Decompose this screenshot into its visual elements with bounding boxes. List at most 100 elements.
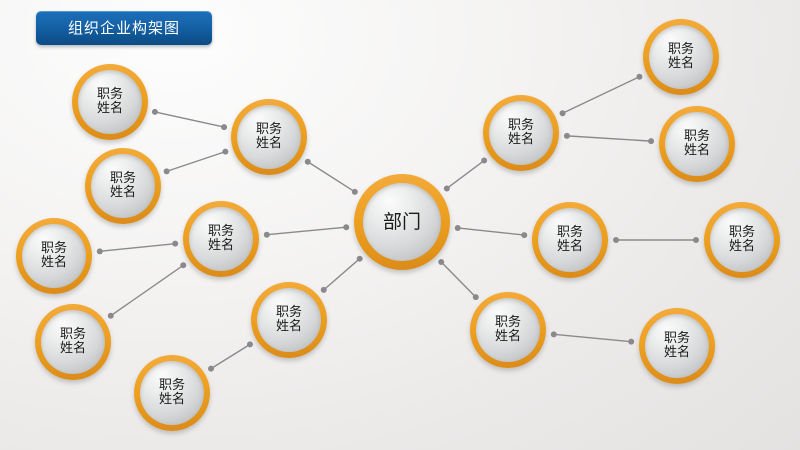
node-name-label: 姓名 [158, 392, 185, 407]
connector-line [307, 161, 356, 193]
connector-line [266, 226, 347, 236]
connector-endpoint-dot [172, 240, 179, 247]
connector-endpoint-dot [648, 138, 655, 145]
org-node-n11[interactable]: 职务姓名 [659, 106, 735, 182]
connector-endpoint-dot [263, 231, 270, 238]
node-label: 部门 [382, 210, 421, 233]
node-inner-disc: 职务姓名 [78, 70, 142, 134]
node-inner-disc: 职务姓名 [41, 310, 105, 374]
connector-endpoint-dot [221, 124, 228, 131]
org-node-n13[interactable]: 职务姓名 [704, 202, 780, 278]
org-node-n12[interactable]: 职务姓名 [532, 202, 608, 278]
node-inner-disc: 职务姓名 [189, 207, 253, 271]
node-inner-disc: 职务姓名 [22, 224, 86, 288]
node-title-label: 职务 [275, 304, 302, 320]
connector-line [110, 264, 184, 317]
connector-endpoint-dot [304, 158, 311, 165]
connector-line [210, 343, 251, 370]
node-inner-disc: 职务姓名 [649, 25, 713, 89]
connector-endpoint-dot [246, 341, 253, 348]
node-name-label: 姓名 [59, 341, 86, 356]
org-node-n15[interactable]: 职务姓名 [639, 308, 715, 384]
connector-line [154, 111, 225, 128]
node-inner-disc: 部门 [363, 183, 441, 261]
node-title-label: 职务 [59, 326, 86, 342]
node-inner-disc: 职务姓名 [665, 112, 729, 176]
node-name-label: 姓名 [494, 329, 521, 344]
connector-endpoint-dot [222, 148, 229, 155]
node-title-label: 职务 [556, 224, 583, 240]
connector-endpoint-dot [151, 108, 158, 115]
node-name-label: 姓名 [40, 255, 67, 270]
node-name-label: 姓名 [109, 185, 136, 200]
org-node-n10[interactable]: 职务姓名 [643, 19, 719, 95]
connector-endpoint-dot [613, 237, 619, 243]
connector-endpoint-dot [481, 157, 488, 164]
connector-endpoint-dot [356, 255, 363, 262]
node-name-label: 姓名 [255, 136, 282, 151]
connector-endpoint-dot [550, 331, 557, 338]
node-title-label: 职务 [683, 128, 710, 144]
node-inner-disc: 职务姓名 [91, 154, 155, 218]
org-node-n4[interactable]: 职务姓名 [16, 218, 92, 294]
connector-line [456, 227, 525, 236]
center-node-department[interactable]: 部门 [354, 174, 450, 270]
connector-endpoint-dot [521, 232, 528, 239]
node-title-label: 职务 [255, 121, 282, 137]
connector-endpoint-dot [320, 286, 327, 293]
node-inner-disc: 职务姓名 [538, 208, 602, 272]
connector-line [99, 242, 176, 253]
org-node-n8[interactable]: 职务姓名 [134, 355, 210, 431]
node-title-label: 职务 [96, 86, 123, 102]
node-name-label: 姓名 [207, 238, 234, 253]
connector-endpoint-dot [343, 224, 350, 231]
connector-line [165, 150, 227, 173]
connector-endpoint-dot [559, 110, 566, 117]
org-node-n7[interactable]: 职务姓名 [251, 282, 327, 358]
node-title-label: 职务 [667, 41, 694, 57]
connector-line [323, 257, 361, 291]
org-node-n1[interactable]: 职务姓名 [72, 64, 148, 140]
node-title-label: 职务 [507, 117, 534, 133]
org-node-n9[interactable]: 职务姓名 [483, 95, 559, 171]
node-name-label: 姓名 [96, 101, 123, 116]
node-inner-disc: 职务姓名 [710, 208, 774, 272]
org-node-n5[interactable]: 职务姓名 [183, 201, 259, 277]
org-node-n3[interactable]: 职务姓名 [231, 99, 307, 175]
node-inner-disc: 职务姓名 [140, 361, 204, 425]
node-inner-disc: 职务姓名 [257, 288, 321, 352]
node-name-label: 姓名 [728, 239, 755, 254]
node-name-label: 姓名 [556, 239, 583, 254]
org-node-n14[interactable]: 职务姓名 [470, 292, 546, 368]
title-banner[interactable]: 组织企业构架图 [36, 11, 212, 45]
node-name-label: 姓名 [507, 132, 534, 147]
connector-endpoint-dot [693, 237, 699, 243]
connector-endpoint-dot [180, 262, 187, 269]
connector-line [440, 261, 477, 298]
connector-endpoint-dot [443, 185, 450, 192]
connector-endpoint-dot [208, 365, 215, 372]
org-node-n2[interactable]: 职务姓名 [85, 148, 161, 224]
org-node-n6[interactable]: 职务姓名 [35, 304, 111, 380]
connector-line [446, 159, 485, 190]
node-title-label: 职务 [728, 224, 755, 240]
connector-endpoint-dot [563, 132, 570, 139]
node-title-label: 职务 [494, 314, 521, 330]
connector-line [553, 333, 632, 343]
connector-endpoint-dot [163, 168, 170, 175]
node-name-label: 姓名 [663, 345, 690, 360]
node-inner-disc: 职务姓名 [237, 105, 301, 169]
node-inner-disc: 职务姓名 [645, 314, 709, 378]
connector-line [566, 135, 652, 142]
title-banner-label: 组织企业构架图 [67, 18, 180, 37]
node-inner-disc: 职务姓名 [489, 101, 553, 165]
node-title-label: 职务 [207, 223, 234, 239]
node-title-label: 职务 [158, 377, 185, 393]
connector-endpoint-dot [438, 258, 445, 265]
node-name-label: 姓名 [667, 56, 694, 71]
node-name-label: 姓名 [275, 319, 302, 334]
connector-endpoint-dot [351, 188, 358, 195]
node-title-label: 职务 [663, 330, 690, 346]
node-inner-disc: 职务姓名 [476, 298, 540, 362]
